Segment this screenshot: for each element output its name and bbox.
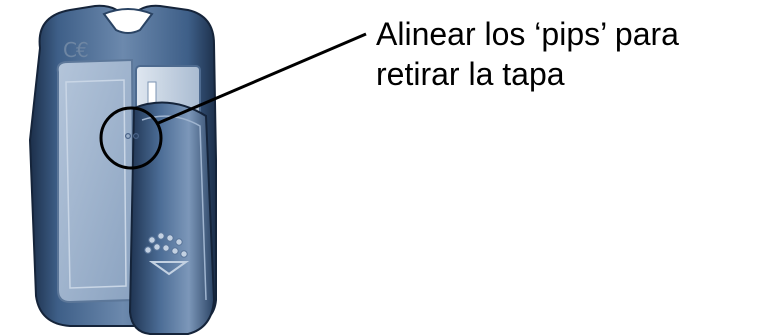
instruction-caption: Alinear los ‘pips’ para retirar la tapa: [376, 14, 766, 94]
caption-line-1: Alinear los ‘pips’ para: [376, 14, 766, 54]
caption-line-2: retirar la tapa: [376, 54, 766, 94]
sliding-cover: [130, 103, 214, 334]
ce-mark: C€: [63, 38, 88, 62]
